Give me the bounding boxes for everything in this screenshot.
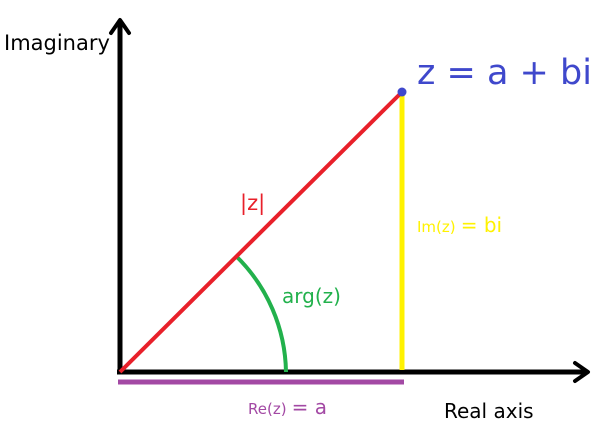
imaginary-axis-label: Imaginary [4, 31, 110, 55]
argument-arc [234, 254, 288, 373]
z-equation-label: z = a + bi [417, 53, 592, 93]
real-part-label-prefix: Re(z) [248, 400, 287, 418]
modulus-line [118, 91, 403, 374]
real-axis-label: Real axis [444, 399, 534, 423]
real-part-label: Re(z) = a [248, 395, 327, 419]
imaginary-part-label-suffix: = bi [461, 213, 502, 237]
point-z [397, 87, 407, 97]
imaginary-part-label: Im(z) = bi [417, 213, 502, 237]
argument-label: arg(z) [282, 284, 341, 308]
imaginary-part-label-prefix: Im(z) [417, 218, 456, 236]
imaginary-axis-arrowhead [109, 18, 131, 35]
real-axis-arrowhead [573, 361, 590, 383]
modulus-label: |z| [240, 191, 265, 216]
real-part-label-suffix: = a [292, 395, 327, 419]
